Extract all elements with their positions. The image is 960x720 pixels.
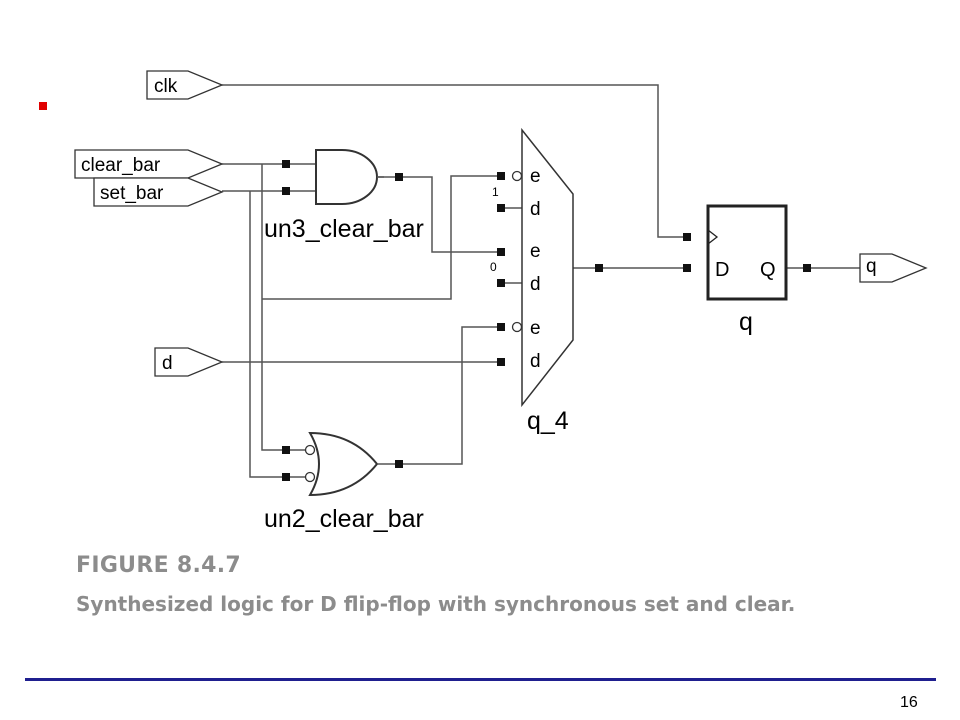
or-bubble-2 xyxy=(304,471,316,483)
port-clear-bar-shape xyxy=(74,149,224,179)
node xyxy=(282,160,290,168)
or-bubble-1 xyxy=(304,444,316,456)
mux-select-1: 1 xyxy=(492,185,499,199)
flipflop-label: q xyxy=(739,308,753,336)
mux-select-0: 0 xyxy=(490,260,497,274)
node xyxy=(683,233,691,241)
mux-shape xyxy=(521,127,574,408)
node xyxy=(395,173,403,181)
port-clk-label: clk xyxy=(154,76,178,97)
node xyxy=(497,204,505,212)
mux-pin-d3: d xyxy=(530,351,541,372)
port-set-bar-shape xyxy=(93,177,224,207)
and-gate-shape xyxy=(315,149,378,205)
mux-bubble-e3 xyxy=(511,321,523,333)
node xyxy=(282,446,290,454)
bullet-marker xyxy=(39,102,47,110)
wire-clear-to-mux xyxy=(262,175,503,300)
mux-bubble-e1 xyxy=(511,170,523,182)
node xyxy=(497,323,505,331)
port-d-label: d xyxy=(162,353,173,374)
or-gate-shape xyxy=(308,431,379,497)
node xyxy=(497,248,505,256)
node xyxy=(595,264,603,272)
wire-and-out xyxy=(378,176,503,253)
wire-or-out xyxy=(378,326,503,465)
footer-divider xyxy=(25,678,936,681)
and-gate-label: un3_clear_bar xyxy=(264,215,424,243)
node xyxy=(497,172,505,180)
node xyxy=(282,473,290,481)
flipflop-pin-d: D xyxy=(715,259,729,281)
flipflop-pin-q: Q xyxy=(760,259,776,281)
mux-pin-e3: e xyxy=(530,318,541,339)
mux-pin-e1: e xyxy=(530,166,541,187)
node xyxy=(395,460,403,468)
mux-pin-e2: e xyxy=(530,241,541,262)
port-set-bar-label: set_bar xyxy=(100,183,164,204)
port-clear-bar-label: clear_bar xyxy=(81,155,161,176)
wire-clear-to-or xyxy=(261,164,305,451)
port-q-label: q xyxy=(866,256,877,277)
wire-clk xyxy=(222,84,688,238)
logic-diagram: clk clear_bar set_bar d q un3_clear_bar … xyxy=(74,70,928,533)
node xyxy=(497,358,505,366)
node xyxy=(282,187,290,195)
port-q-shape xyxy=(859,253,928,283)
node xyxy=(803,264,811,272)
or-gate-label: un2_clear_bar xyxy=(264,505,424,533)
flipflop-shape xyxy=(706,204,788,301)
page-number: 16 xyxy=(900,694,918,711)
figure-caption: Synthesized logic for D flip-flop with s… xyxy=(76,592,796,616)
mux-label: q_4 xyxy=(527,407,569,435)
figure-label: FIGURE 8.4.7 xyxy=(76,553,242,578)
mux-pin-d2: d xyxy=(530,274,541,295)
node xyxy=(683,264,691,272)
node xyxy=(497,279,505,287)
mux-pin-d1: d xyxy=(530,199,541,220)
port-clk-shape xyxy=(146,70,224,100)
flipflop-clock-triangle xyxy=(707,229,719,245)
port-d-shape xyxy=(154,347,224,377)
